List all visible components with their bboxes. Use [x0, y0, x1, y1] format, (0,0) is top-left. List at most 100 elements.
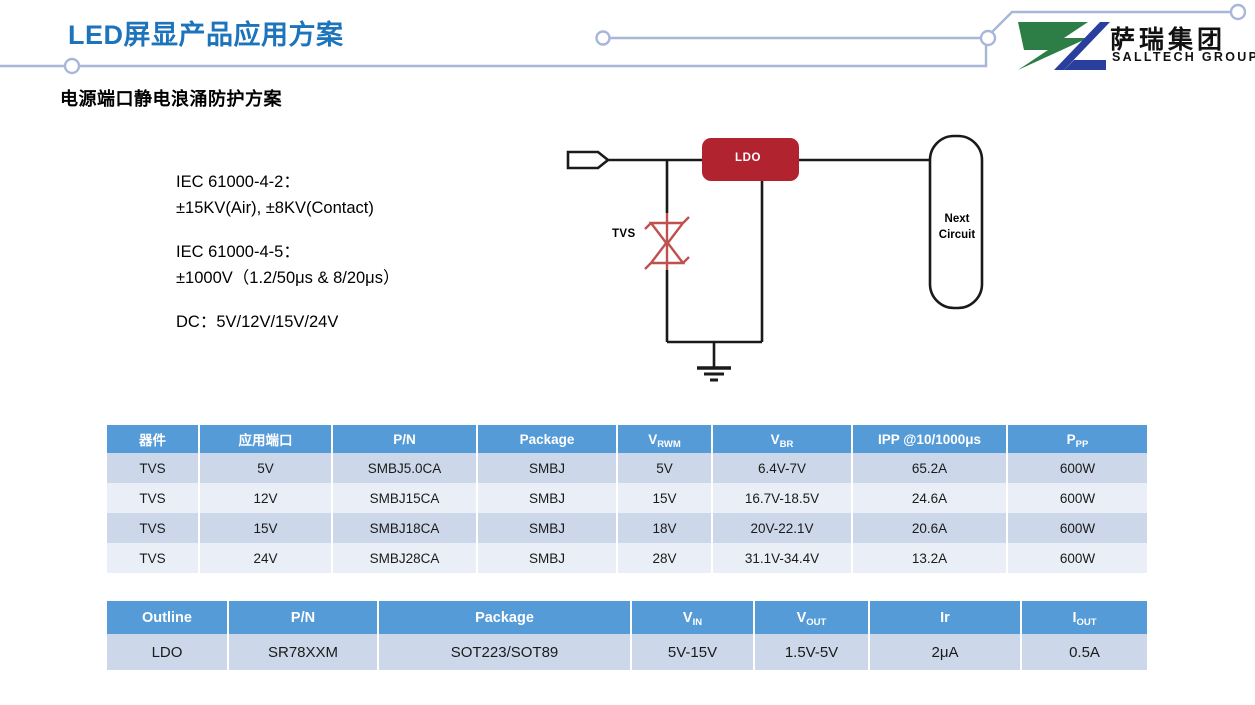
column-header-2: P/N: [228, 601, 379, 634]
next-circuit-label: Next Circuit: [936, 212, 978, 243]
tvs-cell-7: 13.2A: [852, 543, 1008, 573]
column-header-8: PPP: [1007, 425, 1147, 453]
tvs-cell-6: 31.1V-34.4V: [712, 543, 853, 573]
tvs-label: TVS: [612, 228, 636, 240]
logo-blue-slash: [1054, 22, 1110, 70]
ldo-cell-6: 2μA: [869, 634, 1022, 670]
column-header-5: VOUT: [754, 601, 870, 634]
deco-circle-left-lower: [63, 57, 81, 75]
tvs-cell-4: SMBJ: [477, 513, 618, 543]
tvs-cell-3: SMBJ5.0CA: [332, 453, 478, 483]
page-subtitle: 电源端口静电浪涌防护方案: [60, 89, 282, 109]
tvs-cell-4: SMBJ: [477, 543, 618, 573]
column-header-2: 应用端口: [199, 425, 333, 453]
tvs-cell-4: SMBJ: [477, 453, 618, 483]
tvs-cell-3: SMBJ15CA: [332, 483, 478, 513]
page-title: LED屏显产品应用方案: [68, 20, 344, 50]
tvs-cell-7: 24.6A: [852, 483, 1008, 513]
column-header-subscript: RWM: [657, 438, 681, 450]
tvs-cell-1: TVS: [107, 513, 200, 543]
spec-text-block: IEC 61000-4-2： ±15KV(Air), ±8KV(Contact)…: [176, 170, 506, 336]
tvs-cell-2: 12V: [199, 483, 333, 513]
ldo-label: LDO: [735, 152, 762, 164]
column-header-1: Outline: [107, 601, 229, 634]
ldo-cell-3: SOT223/SOT89: [378, 634, 632, 670]
tvs-cell-6: 6.4V-7V: [712, 453, 853, 483]
column-header-subscript: BR: [779, 438, 794, 450]
next-circuit-label-line2: Circuit: [938, 228, 976, 241]
column-header-subscript: IN: [692, 616, 703, 628]
column-header-7: IOUT: [1021, 601, 1147, 634]
circuit-diagram: [566, 134, 984, 382]
tvs-cell-1: TVS: [107, 543, 200, 573]
column-header-1: 器件: [107, 425, 200, 453]
spec-line-5: DC：5V/12V/15V/24V: [176, 313, 339, 332]
tvs-diode-icon: [644, 213, 690, 270]
next-circuit-label-line1: Next: [944, 213, 970, 225]
company-logo-mark: [1018, 22, 1110, 70]
column-header-3: Package: [378, 601, 632, 634]
tvs-cell-1: TVS: [107, 483, 200, 513]
tvs-cell-2: 15V: [199, 513, 333, 543]
tvs-cell-4: SMBJ: [477, 483, 618, 513]
deco-circle-left-upper: [595, 30, 611, 46]
tvs-cell-5: 18V: [617, 513, 713, 543]
column-header-subscript: PP: [1075, 438, 1089, 450]
column-header-subscript: OUT: [1076, 616, 1097, 628]
tvs-cell-2: 5V: [199, 453, 333, 483]
column-header-3: P/N: [332, 425, 478, 453]
tvs-cell-8: 600W: [1007, 453, 1147, 483]
ground-icon: [697, 366, 731, 382]
column-header-6: Ir: [869, 601, 1022, 634]
tvs-cell-7: 65.2A: [852, 453, 1008, 483]
logo-company-name-en: SALLTECH GROUP: [1112, 50, 1255, 64]
tvs-cell-6: 16.7V-18.5V: [712, 483, 853, 513]
column-header-4: Package: [477, 425, 618, 453]
spec-line-3: IEC 61000-4-5：: [176, 243, 300, 262]
tvs-cell-3: SMBJ28CA: [332, 543, 478, 573]
column-header-subscript: OUT: [806, 616, 827, 628]
ldo-cell-1: LDO: [107, 634, 229, 670]
column-header-7: IPP @10/1000μs: [852, 425, 1008, 453]
logo-green-shape: [1018, 22, 1088, 70]
input-connector-icon: [566, 150, 611, 170]
tvs-cell-5: 28V: [617, 543, 713, 573]
ldo-block: [702, 138, 799, 181]
tvs-cell-5: 15V: [617, 483, 713, 513]
ldo-cell-2: SR78XXM: [228, 634, 379, 670]
tvs-cell-3: SMBJ18CA: [332, 513, 478, 543]
tvs-cell-6: 20V-22.1V: [712, 513, 853, 543]
spec-line-4: ±1000V（1.2/50μs & 8/20μs）: [176, 268, 400, 287]
tvs-cell-7: 20.6A: [852, 513, 1008, 543]
ldo-cell-5: 1.5V-5V: [754, 634, 870, 670]
spec-line-2: ±15KV(Air), ±8KV(Contact): [176, 198, 374, 217]
ldo-cell-7: 0.5A: [1021, 634, 1147, 670]
column-header-5: VRWM: [617, 425, 713, 453]
ldo-cell-4: 5V-15V: [631, 634, 755, 670]
tvs-cell-1: TVS: [107, 453, 200, 483]
spec-line-1: IEC 61000-4-2：: [176, 173, 300, 191]
tvs-cell-5: 5V: [617, 453, 713, 483]
deco-circle-node: [979, 29, 997, 47]
logo-company-name-cn: 萨瑞集团: [1110, 26, 1227, 54]
column-header-4: VIN: [631, 601, 755, 634]
deco-circle-right: [1229, 3, 1247, 21]
logo-blue-base: [1064, 60, 1106, 70]
next-circuit-block: [928, 134, 984, 310]
column-header-6: VBR: [712, 425, 853, 453]
tvs-cell-8: 600W: [1007, 513, 1147, 543]
tvs-cell-8: 600W: [1007, 483, 1147, 513]
tvs-cell-8: 600W: [1007, 543, 1147, 573]
